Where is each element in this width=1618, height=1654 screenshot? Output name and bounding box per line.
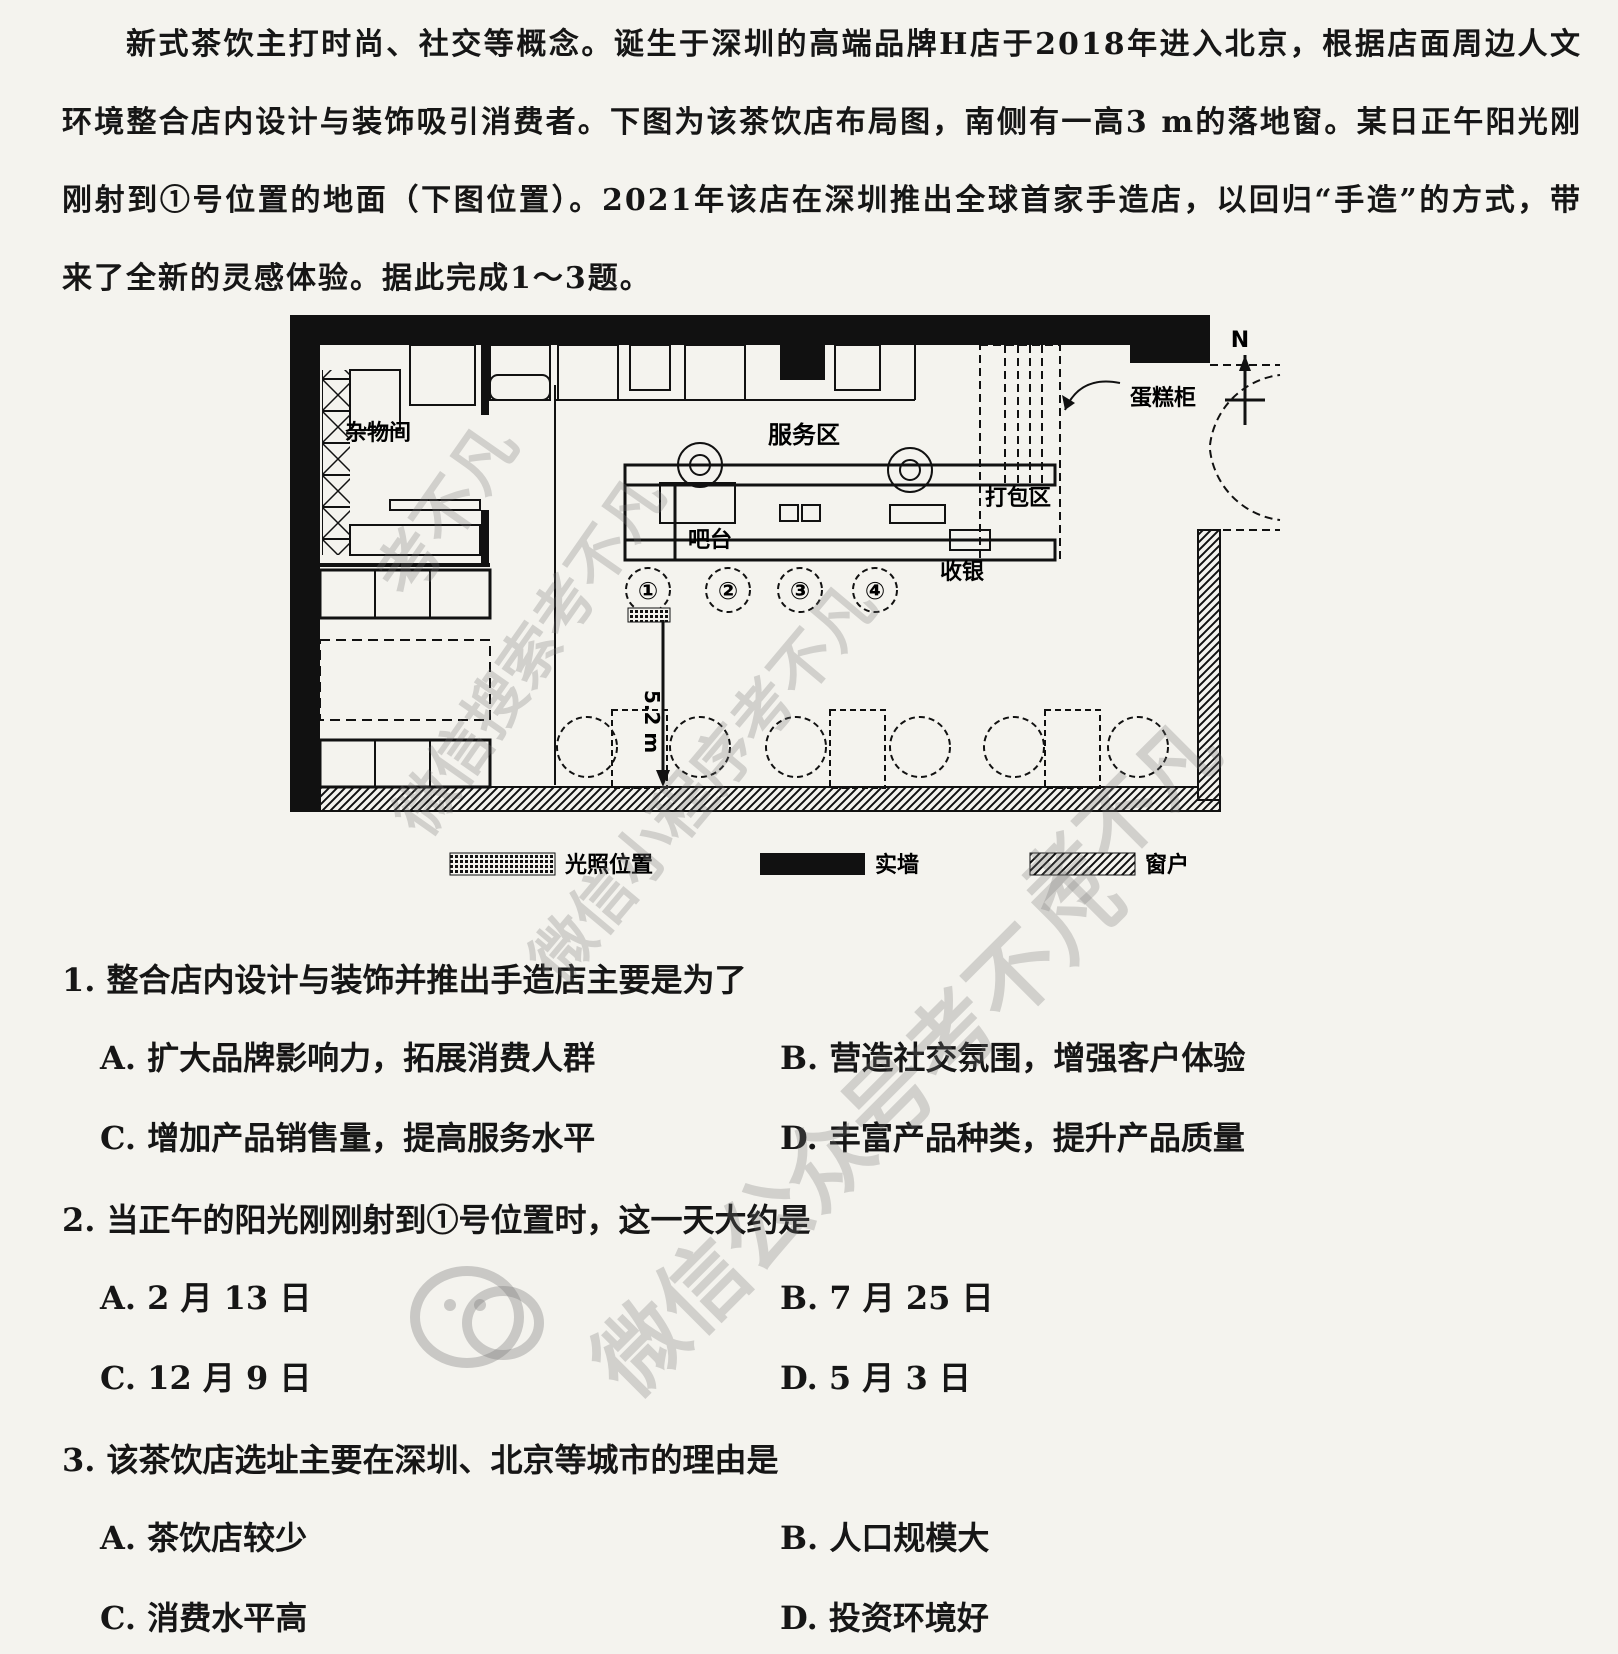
question-3-option-b[interactable]: B. 人口规模大 — [780, 1519, 990, 1557]
east-door — [1209, 364, 1281, 531]
light-spot — [627, 607, 671, 623]
legend-wall-swatch — [760, 853, 865, 875]
seat-4-label: ④ — [865, 577, 885, 605]
service-area-label: 服务区 — [768, 421, 840, 449]
legend: 光照位置 实墙 窗户 — [449, 852, 1189, 878]
legend-window-swatch — [1029, 852, 1136, 876]
question-1-option-b[interactable]: B. 营造社交氛围，增强客户体验 — [780, 1039, 1246, 1077]
bar-counter — [623, 463, 1057, 487]
distance-label: 5.2 m — [640, 690, 664, 753]
legend-window-label: 窗户 — [1145, 852, 1189, 878]
question-1-stem: 1. 整合店内设计与装饰并推出手造店主要是为了 — [62, 961, 747, 999]
bar-label: 吧台 — [688, 527, 732, 553]
question-3-option-a[interactable]: A. 茶饮店较少 — [100, 1519, 308, 1557]
storage-shelf — [322, 370, 350, 555]
seat-1-label: ① — [638, 577, 658, 605]
floor-plan-figure: N ① — [290, 315, 1380, 930]
north-wall-segment — [1130, 315, 1210, 363]
east-window — [1197, 529, 1221, 801]
legend-light-swatch — [449, 852, 556, 876]
seat-3-label: ③ — [790, 577, 810, 605]
wechat-logo-icon — [405, 1255, 555, 1385]
bar-stools: ① ② ③ ④ — [625, 567, 898, 613]
cake-cabinet-label: 蛋糕柜 — [1130, 385, 1196, 411]
storage-label: 杂物间 — [345, 420, 411, 446]
question-2-option-a[interactable]: A. 2 月 13 日 — [100, 1279, 312, 1317]
question-2-option-d[interactable]: D. 5 月 3 日 — [780, 1359, 971, 1397]
window-tables — [556, 709, 1169, 789]
cashier-label: 收银 — [940, 559, 985, 585]
question-1-option-a[interactable]: A. 扩大品牌影响力，拓展消费人群 — [100, 1039, 596, 1077]
south-window — [319, 786, 1221, 812]
seat-2-label: ② — [718, 577, 738, 605]
question-3-option-d[interactable]: D. 投资环境好 — [780, 1599, 989, 1637]
north-arrow: N — [1225, 328, 1265, 425]
question-2-option-c[interactable]: C. 12 月 9 日 — [100, 1359, 312, 1397]
north-wall — [290, 315, 1210, 345]
legend-wall-label: 实墙 — [875, 852, 919, 878]
question-3-stem: 3. 该茶饮店选址主要在深圳、北京等城市的理由是 — [62, 1441, 779, 1479]
legend-light-label: 光照位置 — [564, 852, 653, 878]
west-wall — [290, 315, 320, 812]
floor-plan-svg: N ① — [290, 315, 1281, 878]
question-2-stem: 2. 当正午的阳光刚刚射到①号位置时，这一天大约是 — [62, 1201, 811, 1239]
question-1-option-c[interactable]: C. 增加产品销售量，提高服务水平 — [100, 1119, 596, 1157]
intro-paragraph: 新式茶饮主打时尚、社交等概念。诞生于深圳的高端品牌H店于2018年进入北京，根据… — [62, 27, 1582, 296]
compass-label: N — [1231, 328, 1249, 353]
packing-area-label: 打包区 — [985, 485, 1051, 511]
staircase — [979, 344, 1061, 561]
question-1-option-d[interactable]: D. 丰富产品种类，提升产品质量 — [780, 1119, 1245, 1157]
question-3-option-c[interactable]: C. 消费水平高 — [100, 1599, 308, 1637]
question-2-option-b[interactable]: B. 7 月 25 日 — [780, 1279, 994, 1317]
